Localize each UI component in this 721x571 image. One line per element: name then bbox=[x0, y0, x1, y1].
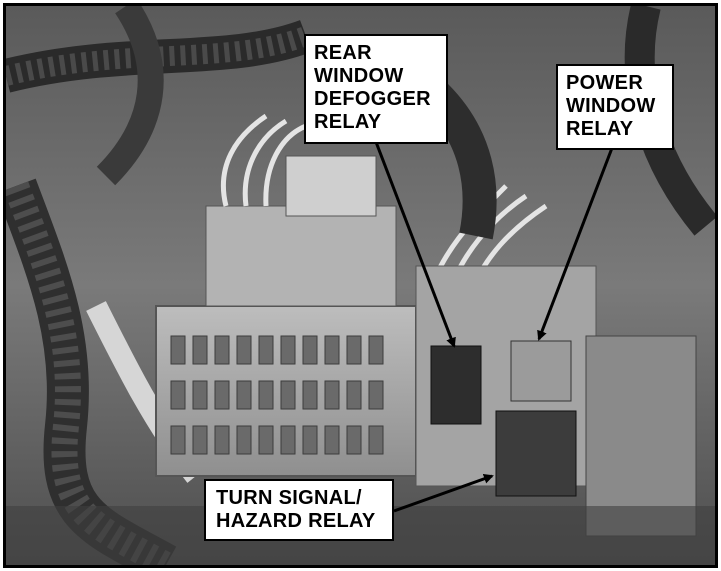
turn-signal-hazard-relay-label: TURN SIGNAL/ HAZARD RELAY bbox=[204, 479, 394, 541]
power-window-relay-label: POWER WINDOW RELAY bbox=[556, 64, 674, 150]
rear-window-defogger-relay-label: REAR WINDOW DEFOGGER RELAY bbox=[304, 34, 448, 144]
photo-frame: REAR WINDOW DEFOGGER RELAY POWER WINDOW … bbox=[3, 3, 718, 568]
